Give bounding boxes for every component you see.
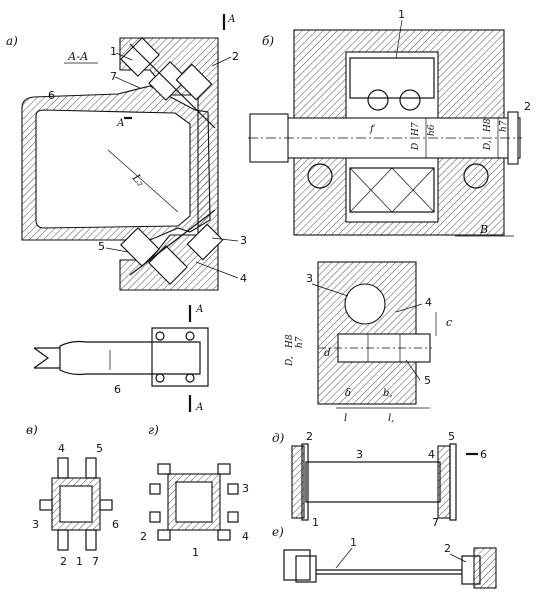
frame-v-inner [59,485,93,523]
mid-fit-bot: h7 [295,336,305,348]
mid-c: c [446,316,452,329]
callout-mid-4: 4 [425,296,432,309]
shaft [249,117,521,159]
fit-left-d: D [411,143,421,151]
mid-l1: l, [388,413,394,424]
callout-a-7: 7 [110,70,117,83]
panel-g: г) 3 2 1 4 [140,423,249,559]
arm-cut-top: А [195,304,204,315]
panel-b-tag: б) [262,34,274,48]
callout-v-5: 5 [96,442,103,455]
panel-b: б) D H7 h6 D, H8 h7 f B 1 2 [248,8,531,237]
callout-v-7: 7 [92,555,99,568]
panel-g-tag: г) [148,423,159,437]
panel-v-tag: в) [26,423,38,437]
callout-a-2: 2 [232,50,239,63]
section-label: А-А [67,50,88,63]
callout-d-6: 6 [480,448,487,461]
callout-v-6: 6 [112,518,119,531]
arm-bar [59,340,201,376]
dim-b: B [479,223,488,236]
callout-d-3: 3 [356,448,363,461]
upper-rollers [120,37,216,129]
callout-arm-6: 6 [114,383,121,396]
mid-b1: b, [383,388,393,399]
panel-mid: 3 4 5 D, H8 h7 d c δ b, l l, [285,261,452,424]
callout-d-4: 4 [428,448,435,461]
callout-a-3: 3 [240,234,247,247]
callout-g-4: 4 [242,530,249,543]
mid-d: d [324,348,330,359]
callout-v-3: 3 [32,518,39,531]
callout-g-3: 3 [242,482,249,495]
dim-f: f [369,124,376,135]
callout-d-2: 2 [306,430,313,443]
fit-right-top: H8 [483,118,493,133]
callout-d-5: 5 [448,430,455,443]
callout-v-1: 1 [76,555,83,568]
callout-d-7: 7 [432,516,439,529]
end-block-left [283,549,311,581]
callout-mid-3: 3 [306,272,313,285]
callout-v-4: 4 [58,442,65,455]
side-roller-right [463,163,489,189]
rail-left [291,445,305,519]
mid-d-left: D, [285,356,295,367]
dim-line-l2 [107,149,179,213]
fit-left-bot: h6 [427,124,437,136]
panel-a-tag: а) [6,34,18,48]
panel-v: в) 4 5 3 6 2 1 7 [26,423,119,568]
pin-housing [317,261,417,405]
side-roller-left [307,163,333,189]
arm-fork [33,347,60,369]
cut-left-label: А [116,118,125,129]
callout-e-1: 1 [350,536,357,549]
panel-d: д) 2 3 5 4 6 1 7 [272,430,487,529]
pin-roller [344,283,386,325]
callout-g-1: 1 [192,546,199,559]
panel-e-tag: е) [272,525,284,539]
callout-a-4: 4 [240,272,247,285]
panel-a: а) А-А L₂ А А 1 2 3 [6,14,247,413]
mid-l: l [344,413,347,424]
fit-left-top: H7 [411,122,421,137]
frame-g-inner [175,481,213,523]
callout-a-5: 5 [98,240,105,253]
arm-view: 6 А А [33,304,209,413]
crossbar [305,461,441,503]
panel-e: е) 1 2 [272,525,497,589]
fit-right-bot: h7 [499,120,509,132]
fit-right-d: D, [483,140,493,151]
callout-e-2: 2 [444,542,451,555]
lower-rollers [120,209,224,285]
callout-a-6: 6 [48,89,55,102]
panel-d-tag: д) [272,431,285,445]
cut-top-label: А [227,14,236,25]
callout-b-2: 2 [524,100,531,113]
bearing-upper [349,57,435,99]
callout-a-1: 1 [110,45,117,58]
arm-cut-bottom: А [195,402,204,413]
mid-delta: δ [345,388,351,399]
callout-d-1: 1 [312,516,319,529]
callout-v-2: 2 [60,555,67,568]
box-profile-inner [35,109,191,229]
callout-g-2: 2 [140,530,147,543]
callout-b-1: 1 [398,8,405,21]
arm-bracket [151,327,209,387]
callout-mid-5: 5 [424,374,431,387]
mid-fit-top: H8 [285,334,295,349]
